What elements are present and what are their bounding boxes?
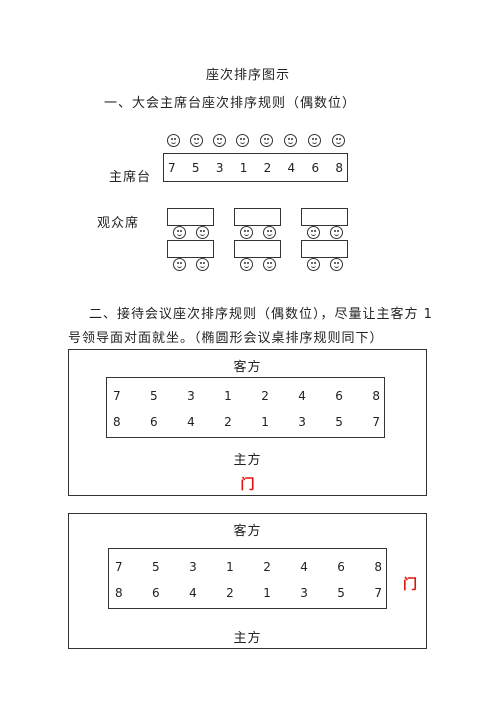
host-seat-number: 8	[115, 586, 123, 600]
guest-side-label: 客方	[233, 360, 262, 375]
dais-seat-number: 7	[168, 161, 176, 175]
guest-seat-number: 4	[298, 389, 306, 403]
guest-seat-number: 7	[115, 560, 123, 574]
smiley-face-icon	[260, 134, 273, 147]
meeting-room-diagram-1: 客方 7 5 3 1 2 4 6 8 8 6 4 2 1 3 5 7 主方 门	[68, 349, 427, 496]
door-label: 门	[403, 577, 417, 593]
host-seat-number: 4	[187, 415, 195, 429]
audience-table	[301, 240, 348, 258]
smiley-face-icon	[308, 134, 321, 147]
audience-table	[301, 208, 348, 226]
smiley-face-icon	[307, 226, 320, 239]
host-seat-number: 5	[335, 415, 343, 429]
dais-table: 7 5 3 1 2 4 6 8	[163, 153, 348, 182]
smiley-face-icon	[240, 226, 253, 239]
dais-seat-number: 4	[287, 161, 296, 175]
conference-table: 7 5 3 1 2 4 6 8 8 6 4 2 1 3 5 7	[106, 377, 385, 438]
guest-seat-number: 7	[113, 389, 121, 403]
audience-table	[234, 208, 281, 226]
host-seat-number: 6	[150, 415, 158, 429]
host-seat-number: 6	[152, 586, 160, 600]
guest-seat-number: 6	[337, 560, 345, 574]
meeting-room-diagram-2: 客方 7 5 3 1 2 4 6 8 8 6 4 2 1 3 5 7 门 主方	[68, 513, 427, 649]
audience-table	[167, 208, 214, 226]
smiley-face-icon	[263, 226, 276, 239]
smiley-face-icon	[190, 134, 203, 147]
guest-seat-number: 2	[261, 389, 269, 403]
smiley-face-icon	[213, 134, 226, 147]
guest-seat-number: 5	[152, 560, 160, 574]
door-label: 门	[240, 477, 255, 493]
audience-table	[234, 240, 281, 258]
smiley-face-icon	[167, 134, 180, 147]
dais-seat-number: 6	[311, 161, 320, 175]
host-side-label: 主方	[233, 631, 262, 646]
host-seat-number: 4	[189, 586, 197, 600]
section2-heading-line1: 二、接待会议座次排序规则（偶数位），尽量让主客方 1	[89, 307, 433, 322]
smiley-face-icon	[240, 258, 253, 271]
smiley-face-icon	[196, 226, 209, 239]
host-seat-number: 5	[337, 586, 345, 600]
host-seat-number: 1	[263, 586, 271, 600]
dais-label: 主席台	[109, 170, 152, 185]
guest-seat-number: 1	[224, 389, 232, 403]
host-seat-number: 2	[224, 415, 232, 429]
smiley-face-icon	[196, 258, 209, 271]
smiley-face-icon	[173, 258, 186, 271]
host-seat-number: 7	[372, 415, 380, 429]
host-seat-number: 1	[261, 415, 269, 429]
guest-seat-number: 8	[372, 389, 380, 403]
smiley-face-icon	[330, 226, 343, 239]
host-seat-number: 2	[226, 586, 234, 600]
audience-label: 观众席	[97, 216, 140, 231]
audience-table	[167, 240, 214, 258]
conference-table: 7 5 3 1 2 4 6 8 8 6 4 2 1 3 5 7	[108, 548, 387, 609]
smiley-face-icon	[173, 226, 186, 239]
dais-seat-number: 3	[215, 161, 224, 175]
guest-seat-number: 8	[374, 560, 382, 574]
guest-seat-number: 3	[189, 560, 197, 574]
guest-seat-number: 5	[150, 389, 158, 403]
section1-heading: 一、大会主席台座次排序规则（偶数位）	[104, 96, 357, 111]
guest-seat-number: 2	[263, 560, 271, 574]
guest-seat-number: 3	[187, 389, 195, 403]
host-seat-number: 3	[298, 415, 306, 429]
guest-seat-number: 6	[335, 389, 343, 403]
smiley-face-icon	[307, 258, 320, 271]
section2-heading-line2: 号领导面对面就坐。（椭圆形会议桌排序规则同下）	[68, 331, 384, 346]
dais-seat-number: 8	[335, 161, 343, 175]
smiley-face-icon	[330, 258, 343, 271]
smiley-face-icon	[332, 134, 345, 147]
page-title: 座次排序图示	[205, 68, 290, 83]
smiley-face-icon	[263, 258, 276, 271]
host-seat-number: 7	[374, 586, 382, 600]
smiley-face-icon	[284, 134, 297, 147]
smiley-face-icon	[236, 134, 249, 147]
host-side-label: 主方	[233, 453, 262, 468]
guest-side-label: 客方	[233, 524, 262, 539]
guest-seat-number: 1	[226, 560, 234, 574]
dais-seat-number: 5	[191, 161, 200, 175]
dais-seat-number: 2	[263, 161, 272, 175]
host-seat-number: 8	[113, 415, 121, 429]
dais-seat-number: 1	[239, 161, 248, 175]
host-seat-number: 3	[300, 586, 308, 600]
guest-seat-number: 4	[300, 560, 308, 574]
